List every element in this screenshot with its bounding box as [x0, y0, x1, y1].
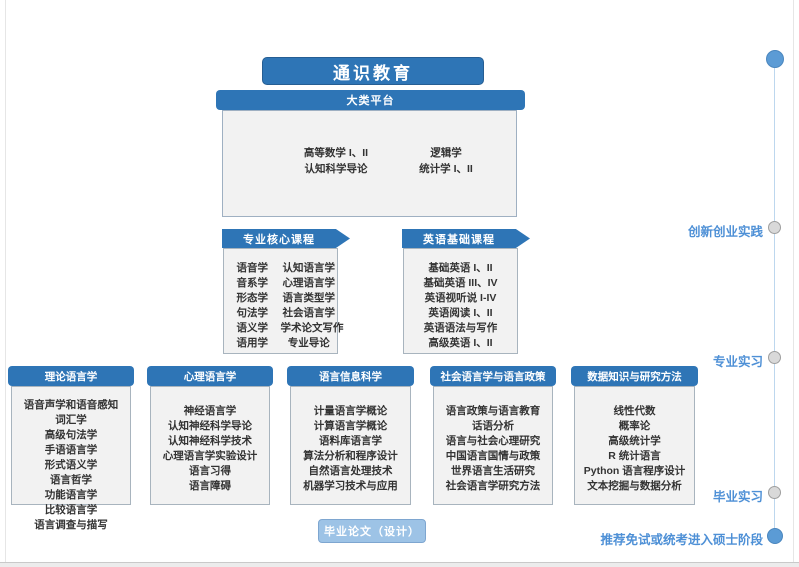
course-item: 计量语言学概论 — [313, 405, 388, 417]
course-item: 语言调查与描写 — [34, 519, 108, 531]
platform-column-2: 逻辑学 统计学 I、II — [381, 145, 511, 177]
module-sociolinguistics-language-policy: 社会语言学与语言政策 语言政策与语言教育 话语分析 语言与社会心理研究 中国语言… — [430, 366, 556, 505]
module-psycholinguistics: 心理语言学 神经语言学 认知神经科学导论 认知神经科学技术 心理语言学实验设计 … — [147, 366, 273, 505]
course-item: 逻辑学 — [430, 147, 462, 159]
course-item: R 统计语言 — [608, 450, 661, 462]
module-data-knowledge-research-methods: 数据知识与研究方法 线性代数 概率论 高级统计学 R 统计语言 Python 语… — [571, 366, 698, 505]
course-item: 计算语言学概论 — [313, 420, 388, 432]
course-item: 音系学 — [236, 277, 269, 289]
timeline-label-professional-internship: 专业实习 — [712, 355, 763, 369]
timeline-start-dot — [766, 50, 784, 68]
timeline-label-innovation-practice: 创新创业实践 — [687, 225, 763, 239]
course-item: 话语分析 — [472, 420, 514, 432]
course-item: 英语阅读 I、II — [428, 307, 493, 319]
platform-column-1: 高等数学 I、II 认知科学导论 — [271, 145, 401, 177]
platform-header: 大类平台 — [216, 90, 525, 110]
core-column-1: 语音学 音系学 形态学 句法学 语义学 语用学 — [224, 261, 281, 351]
english-courses-box: 英语基础课程 基础英语 I、II 基础英语 III、IV 英语视听说 I-IV … — [402, 229, 530, 355]
timeline-end-dot — [767, 528, 783, 544]
page-edge-right — [793, 0, 794, 562]
course-item: 基础英语 I、II — [428, 262, 493, 274]
page-edge-bottom — [0, 562, 799, 563]
course-item: 语音学 — [236, 262, 269, 274]
timeline-line — [774, 58, 775, 536]
course-item: 语言政策与语言教育 — [445, 405, 541, 417]
core-courses-body: 语音学 音系学 形态学 句法学 语义学 语用学 认知语言学 心理语言学 语言类型… — [223, 248, 344, 354]
course-item: 心理语言学实验设计 — [162, 450, 258, 462]
course-item: 形态学 — [236, 292, 269, 304]
module-body: 语言政策与语言教育 话语分析 语言与社会心理研究 中国语言国情与政策 世界语言生… — [433, 386, 553, 505]
module-body: 语音声学和语音感知 词汇学 高级句法学 手语语言学 形式语义学 语言哲学 功能语… — [11, 386, 131, 531]
course-item: 高级句法学 — [44, 429, 98, 441]
module-header: 数据知识与研究方法 — [571, 366, 698, 386]
course-item: 认知神经科学导论 — [168, 420, 252, 432]
course-item: 语音声学和语音感知 — [23, 399, 119, 411]
module-theoretical-linguistics: 理论语言学 语音声学和语音感知 词汇学 高级句法学 手语语言学 形式语义学 语言… — [8, 366, 134, 531]
timeline-dot — [768, 486, 781, 499]
course-item: Python 语言程序设计 — [583, 465, 686, 477]
course-item: 手语语言学 — [44, 444, 98, 456]
course-item: 基础英语 III、IV — [423, 277, 498, 289]
course-item: 认知科学导论 — [304, 163, 368, 175]
course-item: 机器学习技术与应用 — [303, 480, 398, 492]
course-item: 社会语言学研究方法 — [445, 480, 541, 492]
timeline-dot — [768, 351, 781, 364]
course-item: 社会语言学 — [282, 307, 336, 319]
course-item: 英语视听说 I-IV — [424, 292, 497, 304]
course-item: 自然语言处理技术 — [308, 465, 393, 477]
english-courses-body: 基础英语 I、II 基础英语 III、IV 英语视听说 I-IV 英语阅读 I、… — [403, 248, 518, 354]
timeline-label-graduation-internship: 毕业实习 — [712, 490, 763, 504]
course-item: 线性代数 — [613, 405, 656, 417]
course-item: 高级英语 I、II — [428, 337, 493, 349]
course-item: 统计学 I、II — [419, 163, 473, 175]
course-item: 专业导论 — [287, 337, 330, 349]
module-language-information-science: 语言信息科学 计量语言学概论 计算语言学概论 语料库语言学 算法分析和程序设计 … — [287, 366, 414, 505]
course-item: 功能语言学 — [44, 489, 98, 501]
course-item: 高级统计学 — [608, 435, 661, 447]
course-item: 英语语法与写作 — [423, 322, 498, 334]
platform-body: 高等数学 I、II 认知科学导论 逻辑学 统计学 I、II — [222, 110, 517, 217]
timeline-dot — [768, 221, 781, 234]
course-item: 中国语言国情与政策 — [445, 450, 541, 462]
page-edge-left — [5, 0, 6, 562]
module-body: 神经语言学 认知神经科学导论 认知神经科学技术 心理语言学实验设计 语言习得 语… — [150, 386, 270, 505]
course-item: 语言习得 — [189, 465, 231, 477]
course-item: 词汇学 — [55, 414, 87, 426]
course-item: 世界语言生活研究 — [451, 465, 535, 477]
course-item: 概率论 — [618, 420, 651, 432]
course-item: 算法分析和程序设计 — [303, 450, 398, 462]
course-item: 语料库语言学 — [319, 435, 382, 447]
general-education-banner: 通识教育 — [262, 57, 484, 85]
course-item: 比较语言学 — [44, 504, 98, 516]
course-item: 高等数学 I、II — [303, 147, 369, 159]
course-item: 语言哲学 — [50, 474, 92, 486]
module-header: 理论语言学 — [8, 366, 134, 386]
course-item: 语言类型学 — [282, 292, 336, 304]
module-header: 社会语言学与语言政策 — [430, 366, 556, 386]
module-header: 心理语言学 — [147, 366, 273, 386]
course-item: 学术论文写作 — [280, 322, 344, 334]
course-item: 认知神经科学技术 — [168, 435, 252, 447]
core-courses-box: 专业核心课程 语音学 音系学 形态学 句法学 语义学 语用学 认知语言学 心理语… — [222, 229, 350, 355]
module-body: 计量语言学概论 计算语言学概论 语料库语言学 算法分析和程序设计 自然语言处理技… — [290, 386, 411, 505]
core-column-2: 认知语言学 心理语言学 语言类型学 社会语言学 学术论文写作 专业导论 — [280, 261, 344, 351]
course-item: 语义学 — [236, 322, 269, 334]
page-edge-shadow — [0, 563, 799, 567]
course-item: 文本挖掘与数据分析 — [587, 480, 682, 492]
course-item: 形式语义学 — [44, 459, 98, 471]
course-item: 心理语言学 — [282, 277, 336, 289]
graduation-thesis-box: 毕业论文（设计） — [318, 519, 426, 543]
module-header: 语言信息科学 — [287, 366, 414, 386]
module-body: 线性代数 概率论 高级统计学 R 统计语言 Python 语言程序设计 文本挖掘… — [574, 386, 695, 505]
course-item: 语用学 — [236, 337, 269, 349]
core-courses-header: 专业核心课程 — [222, 229, 350, 248]
timeline-label-masters-admission: 推荐免试或统考进入硕士阶段 — [600, 533, 763, 547]
course-item: 语言与社会心理研究 — [445, 435, 541, 447]
english-courses-header: 英语基础课程 — [402, 229, 530, 248]
course-item: 句法学 — [236, 307, 269, 319]
course-item: 认知语言学 — [282, 262, 336, 274]
course-item: 神经语言学 — [183, 405, 237, 417]
course-item: 语言障碍 — [189, 480, 231, 492]
